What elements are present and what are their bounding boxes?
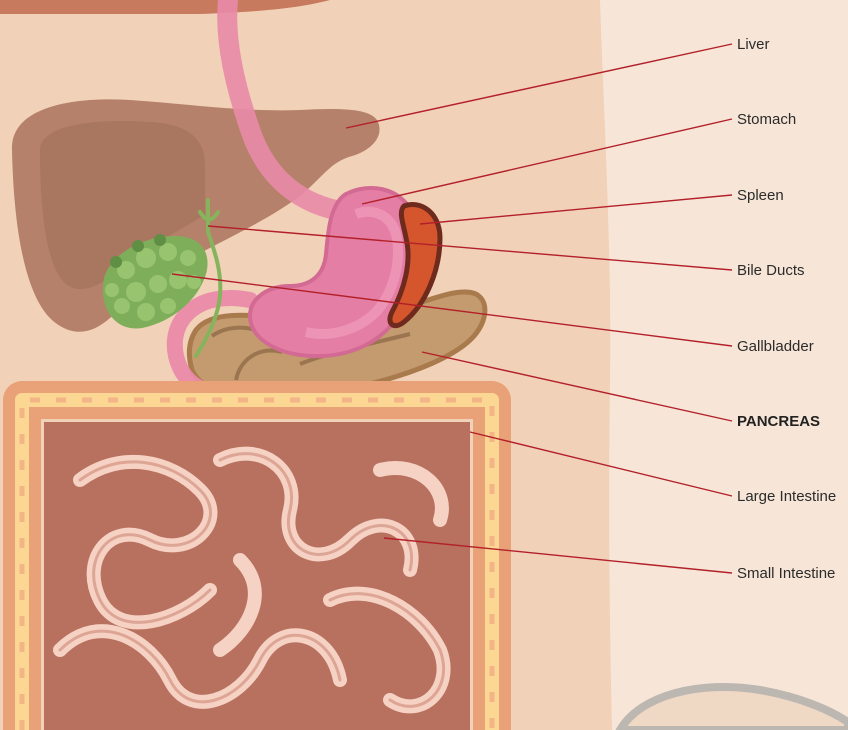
label-bile-ducts: Bile Ducts [737, 262, 805, 279]
label-gallbladder: Gallbladder [737, 338, 814, 355]
small-intestine [44, 422, 470, 730]
label-small-intestine: Small Intestine [737, 565, 835, 582]
label-liver: Liver [737, 36, 770, 53]
label-spleen: Spleen [737, 187, 784, 204]
label-stomach: Stomach [737, 111, 796, 128]
label-pancreas: PANCREAS [737, 413, 820, 430]
label-large-intestine: Large Intestine [737, 488, 836, 505]
